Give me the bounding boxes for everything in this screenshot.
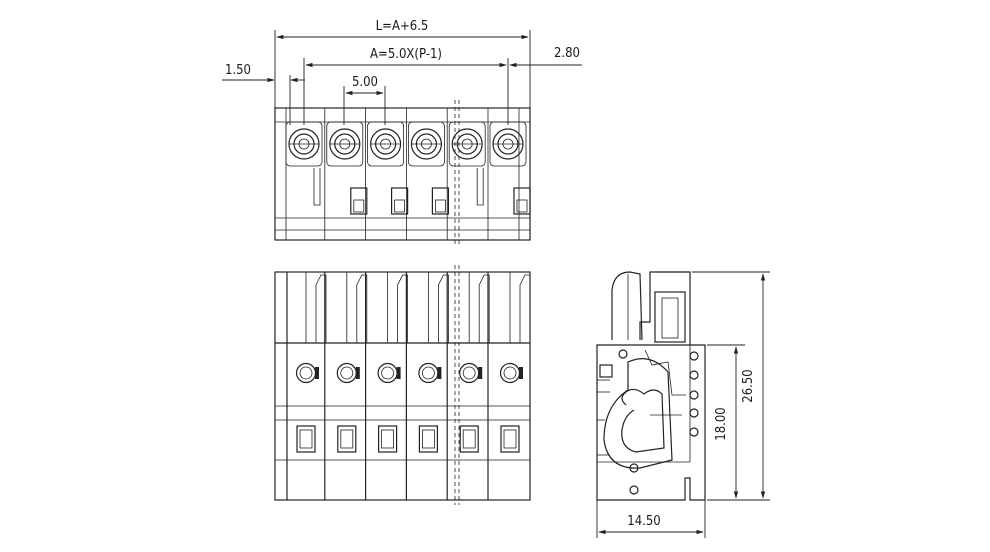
dim-left-offset: 1.50 (225, 63, 251, 78)
front-pole (405, 272, 449, 500)
top-view-outline (274, 107, 531, 241)
spring-clamp (603, 358, 673, 469)
dim-pitch: 5.00 (352, 75, 378, 90)
dim-right-offset: 2.80 (554, 46, 580, 61)
front-view-outline (274, 271, 531, 501)
front-view-poles (295, 272, 531, 500)
dim-total-length: L=A+6.5 (376, 19, 429, 34)
wire-entry-housing (639, 271, 691, 345)
rivet-hole-bottom (629, 485, 639, 495)
release-lever (611, 271, 643, 341)
dim-body-width: 14.50 (627, 514, 660, 529)
dim-body-height: 18.00 (714, 407, 729, 440)
top-view: L=A+6.5 A=5.0X(P-1) 5.00 1.50 2.80 (222, 19, 582, 245)
front-pole (487, 272, 531, 500)
top-pole (405, 108, 449, 240)
top-pole (446, 108, 486, 240)
clamp-cavity (621, 388, 665, 453)
front-pole (324, 272, 368, 500)
front-pole (295, 272, 327, 453)
front-view (274, 265, 531, 505)
front-pole (446, 272, 490, 500)
side-view: 26.50 18.00 14.50 (596, 271, 770, 538)
test-port (599, 364, 613, 378)
top-pole (365, 108, 409, 240)
top-pole (324, 108, 368, 240)
dim-total-height: 26.50 (741, 369, 756, 402)
side-body (596, 344, 706, 501)
top-pole (487, 108, 531, 240)
rivet-hole-mid (629, 463, 639, 473)
rivet-hole-top (618, 349, 628, 359)
dim-pole-span: A=5.0X(P-1) (370, 47, 442, 62)
front-pole (365, 272, 408, 500)
top-view-poles (285, 108, 531, 240)
top-pole (285, 121, 323, 206)
